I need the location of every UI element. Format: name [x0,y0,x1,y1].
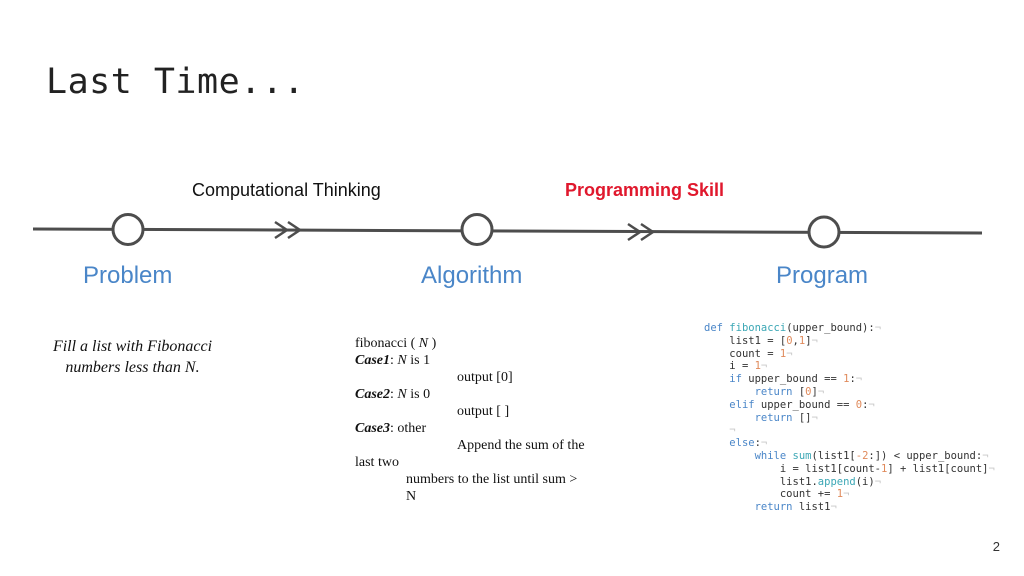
code-line: i = list1[count-1] + list1[count]¬ [779,462,995,475]
pilcrow-icon: ¬ [982,449,989,462]
algo-case3: Case3: other [355,421,427,436]
pilcrow-icon: ¬ [988,462,995,475]
algo-case1: Case1: N is 1 [355,353,431,368]
pilcrow-icon: ¬ [874,475,882,488]
code-line: while sum(list1[-2:]) < upper_bound:¬ [754,449,989,462]
pilcrow-icon: ¬ [874,322,882,334]
algo-case2-output: output [ ] [457,404,510,419]
stage-label-algorithm: Algorithm [421,262,523,289]
algo-case3-line: numbers to the list until sum > [406,472,578,487]
double-chevron-icon [627,222,656,242]
programming-skill-caption: Programming Skill [565,180,725,200]
code-line: def fibonacci(upper_bound):¬ [704,322,882,334]
slide-title: Last Time... [46,62,305,102]
code-line: return []¬ [754,411,818,424]
pilcrow-icon: ¬ [811,411,818,424]
algo-case3-line: Append the sum of the [457,438,585,453]
code-line: count = 1¬ [729,347,793,360]
pilcrow-icon: ¬ [843,488,850,501]
code-line: else:¬ [729,437,768,450]
problem-description: Fill a list with Fibonacci numbers less … [52,338,213,376]
stage-label-problem: Problem [83,262,173,289]
code-line: return [0]¬ [754,385,825,398]
computational-thinking-caption: Computational Thinking [192,180,381,200]
algo-case1-output: output [0] [457,370,513,385]
pilcrow-icon: ¬ [760,437,768,450]
stage-label-program: Program [776,262,869,289]
algo-case3-line: last two [355,455,399,470]
code-line: if upper_bound == 1:¬ [729,373,863,386]
double-chevron-icon [274,220,303,240]
program-node [807,215,841,249]
pilcrow-icon: ¬ [817,385,825,398]
pilcrow-icon: ¬ [786,347,793,360]
code-line: i = 1¬ [729,360,768,373]
python-code-block: def fibonacci(upper_bound):¬ list1 = [0,… [704,322,995,514]
pilcrow-icon: ¬ [868,398,875,411]
code-line: count += 1¬ [779,488,850,501]
page-number: 2 [992,539,1000,554]
code-line: return list1¬ [754,501,837,514]
algo-case2: Case2: N is 0 [355,387,431,402]
algorithm-node [460,213,494,246]
timeline-diagram [32,213,983,249]
pilcrow-icon: ¬ [855,373,863,386]
pilcrow-icon: ¬ [830,501,837,514]
algo-header: fibonacci ( N ) [355,336,437,351]
algorithm-pseudocode: fibonacci ( N ) Case1: N is 1 output [0]… [355,335,620,505]
pilcrow-icon: ¬ [729,424,736,437]
code-line: ¬ [704,424,995,437]
code-line: list1.append(i)¬ [779,475,882,488]
problem-node [111,213,145,246]
pilcrow-icon: ¬ [811,334,818,347]
pilcrow-icon: ¬ [760,360,768,373]
algo-case3-line: N [406,489,417,504]
code-line: list1 = [0,1]¬ [729,334,818,347]
code-line: elif upper_bound == 0:¬ [729,398,875,411]
